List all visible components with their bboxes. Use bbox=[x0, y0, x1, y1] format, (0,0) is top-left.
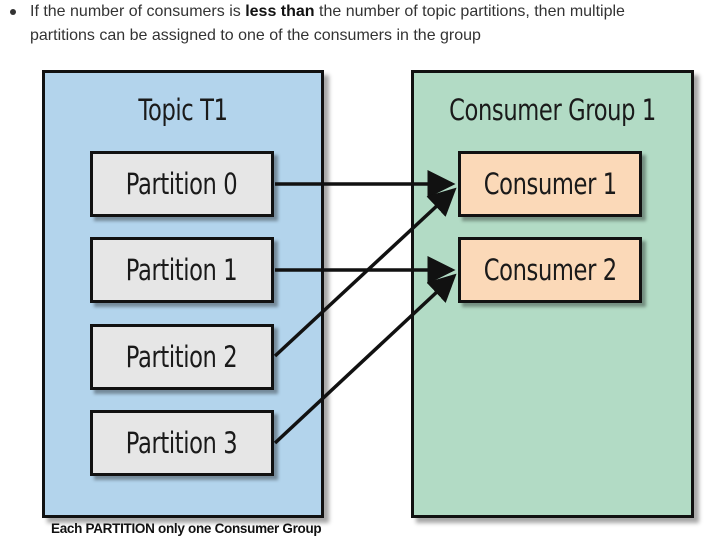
bullet-text-part2: the number of topic partitions, then mul… bbox=[30, 3, 625, 44]
consumer-box-2: Consumer 2 bbox=[458, 237, 642, 303]
diagram-caption: Each PARTITION only one Consumer Group bbox=[51, 521, 322, 536]
bullet-text-part1: If the number of consumers is bbox=[30, 3, 246, 20]
consumer-label: Consumer 1 bbox=[483, 167, 617, 201]
partition-box-1: Partition 1 bbox=[90, 237, 274, 303]
consumer-box-1: Consumer 1 bbox=[458, 151, 642, 217]
partition-label: Partition 3 bbox=[126, 426, 238, 460]
topic-title: Topic T1 bbox=[138, 93, 228, 127]
partition-box-2: Partition 2 bbox=[90, 324, 274, 390]
partition-label: Partition 2 bbox=[126, 340, 238, 374]
partition-box-3: Partition 3 bbox=[90, 410, 274, 476]
partition-label: Partition 0 bbox=[126, 167, 238, 201]
bullet-text: If the number of consumers is less than … bbox=[30, 0, 690, 48]
consumer-group-title: Consumer Group 1 bbox=[449, 93, 656, 127]
bullet-dot-icon bbox=[10, 9, 16, 15]
partition-box-0: Partition 0 bbox=[90, 151, 274, 217]
partition-label: Partition 1 bbox=[126, 253, 238, 287]
consumer-label: Consumer 2 bbox=[483, 253, 617, 287]
bullet-text-bold: less than bbox=[245, 3, 315, 20]
